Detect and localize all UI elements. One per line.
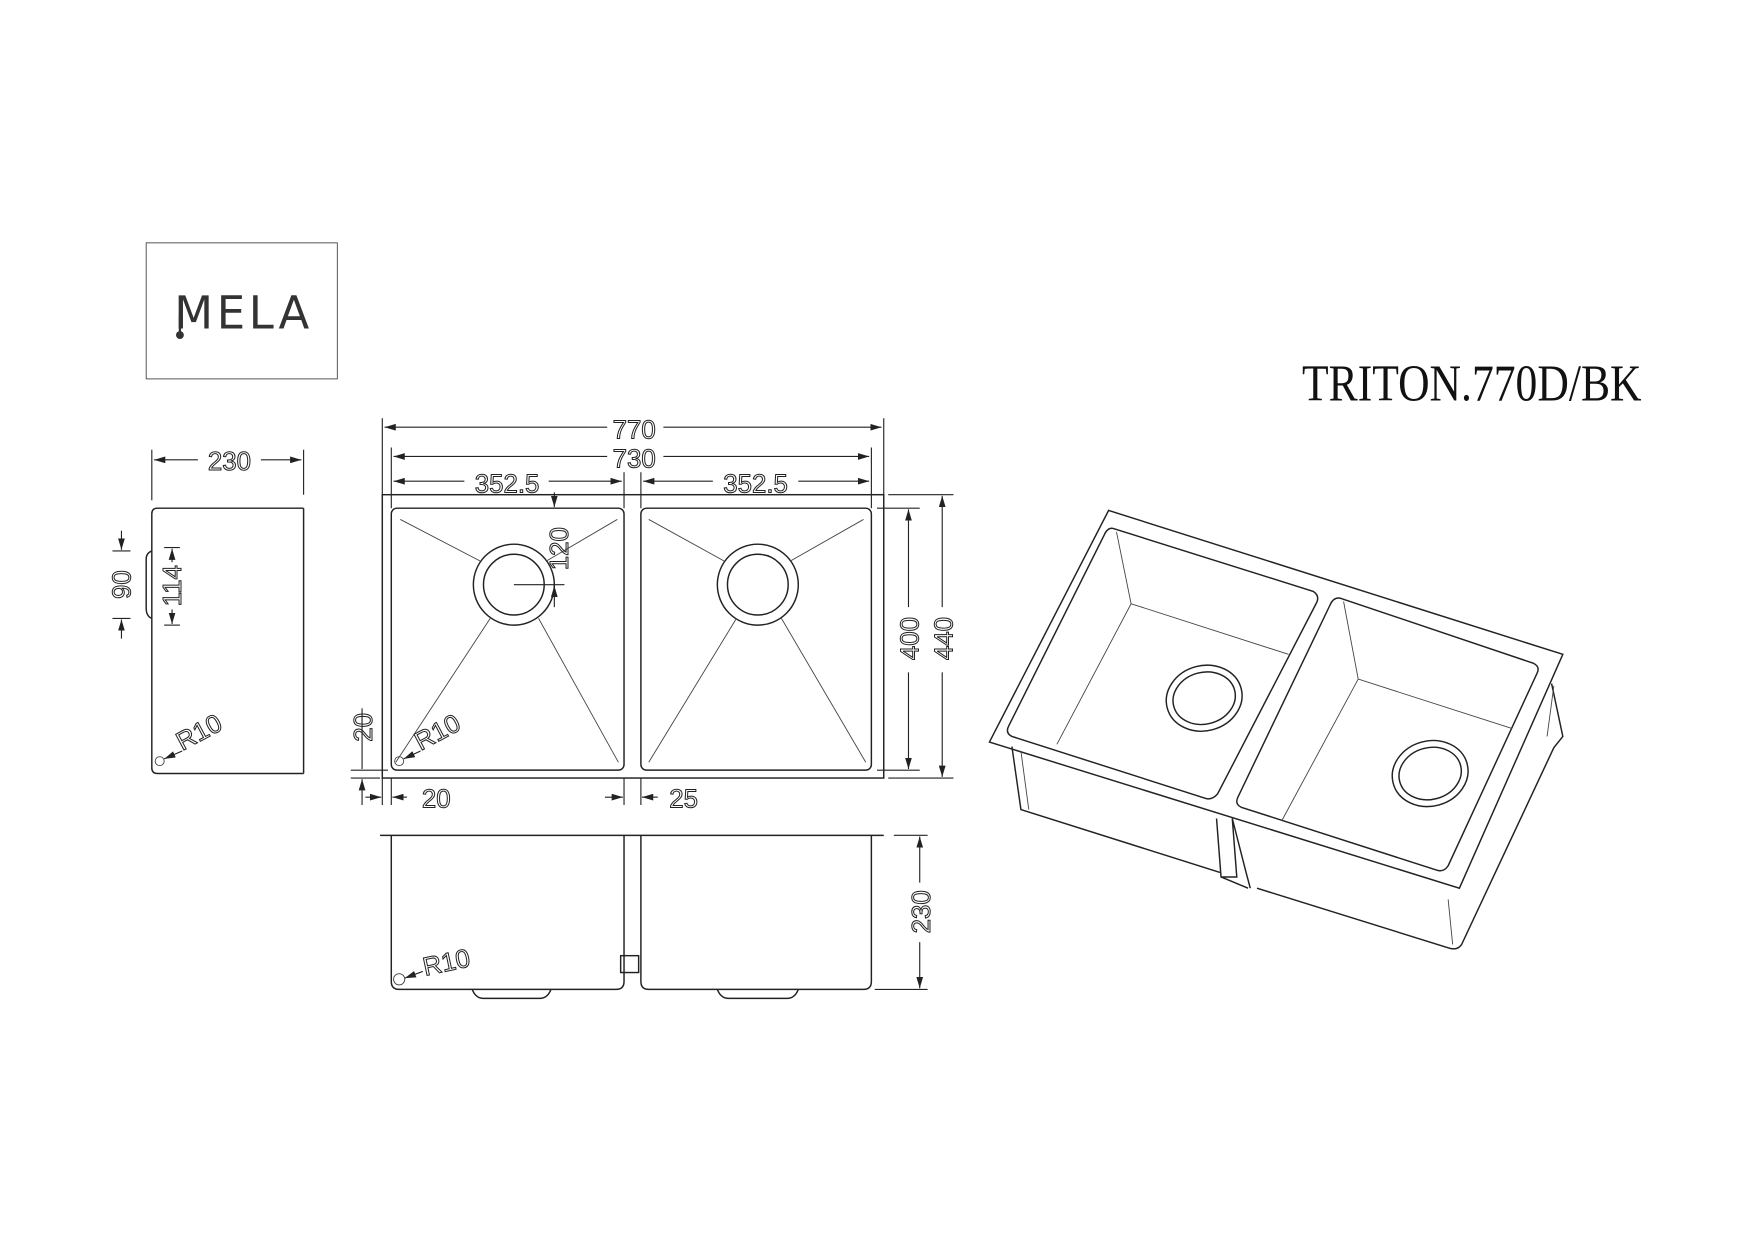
dim-overall-length: 440 [930,617,958,660]
top-view: 770 730 352.5 352.5 120 400 440 [350,416,959,814]
dim-bowl-length: 400 [897,617,925,660]
dim-front-depth: 230 [908,890,936,933]
dim-flange-inner: 114 [159,565,187,606]
dim-side-width: 230 [208,448,251,476]
brand-logo: MELA [145,242,338,380]
dim-drain-offset: 120 [546,527,574,570]
dim-side-radius: R10 [172,709,227,756]
dim-edge-margin-vertical: 20 [350,713,378,742]
dim-front-radius: R10 [420,945,472,982]
dim-flange-outer: 90 [108,570,136,599]
dim-left-bowl-width: 352.5 [475,470,540,498]
dim-top-radius: R10 [410,709,465,756]
logo-text: MELA [174,286,309,339]
drop-icon [175,331,184,339]
dim-inner-width: 730 [613,446,656,474]
side-view: 230 90 114 R10 [108,447,305,775]
dim-right-bowl-width: 352.5 [723,470,788,498]
dim-overall-width: 770 [613,416,656,444]
front-view: R10 230 [380,834,936,1000]
isometric-view [988,509,1564,950]
dim-edge-margin-horizontal: 20 [422,785,451,813]
model-title: TRITON.770D/BK [1302,355,1642,412]
dim-divider-width: 25 [669,785,698,813]
